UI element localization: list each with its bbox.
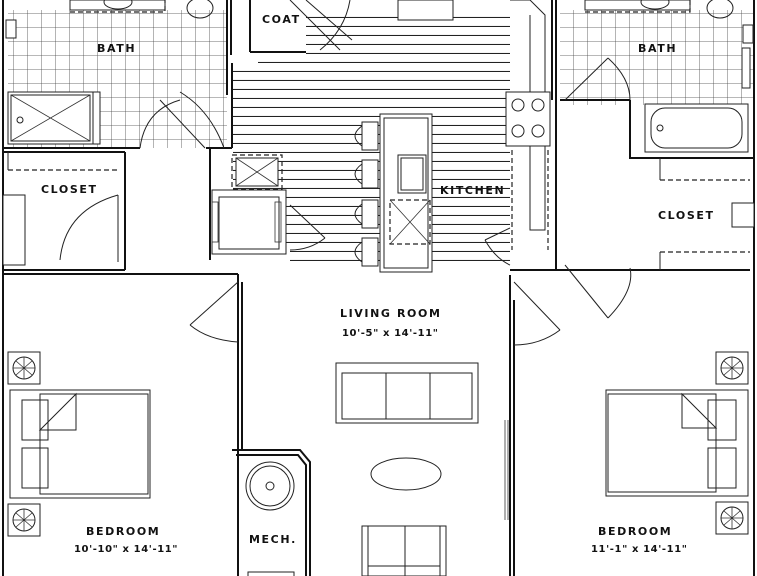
doors	[59, 0, 632, 520]
nightstand-right-top	[715, 351, 749, 385]
coffee-table	[370, 457, 442, 491]
bath-right-fixtures	[584, 0, 754, 153]
label-bedroom-left: BEDROOM	[86, 525, 160, 538]
label-living-room-dim: 10'-5" x 14'-11"	[342, 328, 439, 339]
living-room-furniture	[335, 362, 479, 576]
bar-stools	[354, 121, 379, 267]
label-bedroom-left-dim: 10'-10" x 14'-11"	[74, 544, 178, 555]
nightstand-right-bottom	[715, 501, 749, 535]
bedroom-right-furniture	[605, 351, 749, 535]
sofa	[335, 362, 479, 424]
closet-left-shelving	[2, 152, 120, 266]
label-bath-right: BATH	[638, 42, 677, 55]
mech-water-heater	[245, 461, 295, 576]
label-bath-left: BATH	[97, 42, 136, 55]
bed-left	[9, 389, 151, 499]
label-living-room: LIVING ROOM	[340, 307, 442, 320]
closet-right-shelving	[659, 158, 755, 270]
nightstand-left-bottom	[7, 503, 41, 537]
kitchen-fixtures	[354, 0, 551, 273]
bath-right-tile-floor	[560, 10, 753, 105]
bed-right	[605, 389, 749, 497]
nightstand-left-top	[7, 351, 41, 385]
bath-left-fixtures	[5, 0, 214, 145]
label-kitchen: KITCHEN	[440, 184, 505, 197]
label-mech: MECH.	[249, 533, 297, 546]
bedroom-left-furniture	[7, 351, 151, 537]
loveseat	[361, 525, 447, 576]
label-bedroom-right: BEDROOM	[598, 525, 672, 538]
label-closet-right: CLOSET	[658, 209, 715, 222]
label-closet-left: CLOSET	[41, 183, 98, 196]
label-coat: COAT	[262, 13, 301, 26]
label-bedroom-right-dim: 11'-1" x 14'-11"	[591, 544, 688, 555]
room-labels: COAT BATH BATH CLOSET CLOSET KITCHEN LIV…	[41, 13, 715, 555]
laundry-appliances	[211, 154, 287, 255]
